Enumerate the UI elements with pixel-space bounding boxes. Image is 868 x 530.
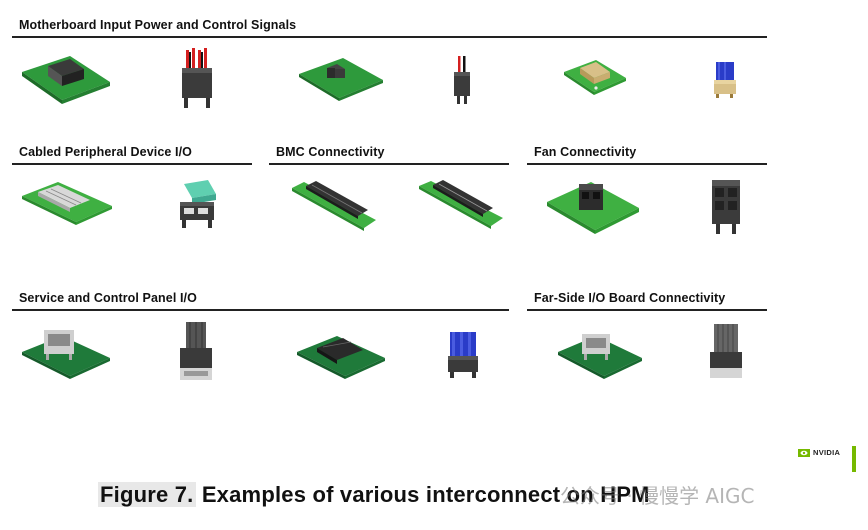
section-rule bbox=[12, 36, 767, 38]
control-panel-header-on-board-image bbox=[293, 318, 389, 390]
far-side-io-cable-connector-image bbox=[678, 318, 774, 390]
power-connector-on-board-image bbox=[18, 42, 114, 114]
figure-caption-text: Examples of various interconnect on HPM bbox=[201, 482, 650, 507]
section-rule bbox=[527, 163, 767, 165]
section-title-fan: Fan Connectivity bbox=[534, 145, 637, 159]
section-rule bbox=[269, 163, 509, 165]
peripheral-io-cable-connector-image bbox=[150, 172, 246, 244]
section-title-bmc: BMC Connectivity bbox=[276, 145, 385, 159]
control-panel-blue-cable-connector-image bbox=[420, 318, 516, 390]
nvidia-logo: NVIDIA bbox=[798, 448, 840, 457]
section-rule bbox=[12, 163, 252, 165]
figure-caption: Figure 7. Examples of various interconne… bbox=[98, 482, 650, 508]
bmc-connector-on-board-variant-image bbox=[415, 172, 511, 244]
section-title-service-control-panel: Service and Control Panel I/O bbox=[19, 291, 197, 305]
beige-connector-on-board-image bbox=[556, 42, 652, 114]
peripheral-io-connector-on-board-image bbox=[18, 172, 114, 244]
bmc-connector-on-board-image bbox=[290, 172, 386, 244]
section-rule bbox=[12, 309, 509, 311]
nvidia-eye-icon bbox=[798, 448, 810, 457]
figure-number: Figure 7. bbox=[98, 482, 196, 507]
brand-accent-bar bbox=[852, 446, 856, 472]
watermark: 公众号 · 慢慢学 AIGC bbox=[560, 484, 755, 508]
section-title-far-side-io: Far-Side I/O Board Connectivity bbox=[534, 291, 726, 305]
fan-header-on-board-image bbox=[545, 172, 641, 244]
power-cable-connector-image bbox=[150, 42, 246, 114]
control-cable-connector-image bbox=[414, 42, 510, 114]
section-title-cabled-peripheral: Cabled Peripheral Device I/O bbox=[19, 145, 193, 159]
section-rule bbox=[527, 309, 767, 311]
service-panel-connector-on-board-image bbox=[18, 318, 114, 390]
blue-cable-beige-connector-image bbox=[678, 42, 774, 114]
nvidia-logo-text: NVIDIA bbox=[813, 448, 841, 457]
section-title-motherboard-power: Motherboard Input Power and Control Sign… bbox=[19, 18, 297, 32]
service-panel-cable-connector-image bbox=[150, 318, 246, 390]
fan-cable-connector-image bbox=[678, 172, 774, 244]
far-side-io-connector-on-board-image bbox=[552, 318, 648, 390]
control-header-on-board-image bbox=[293, 42, 389, 114]
